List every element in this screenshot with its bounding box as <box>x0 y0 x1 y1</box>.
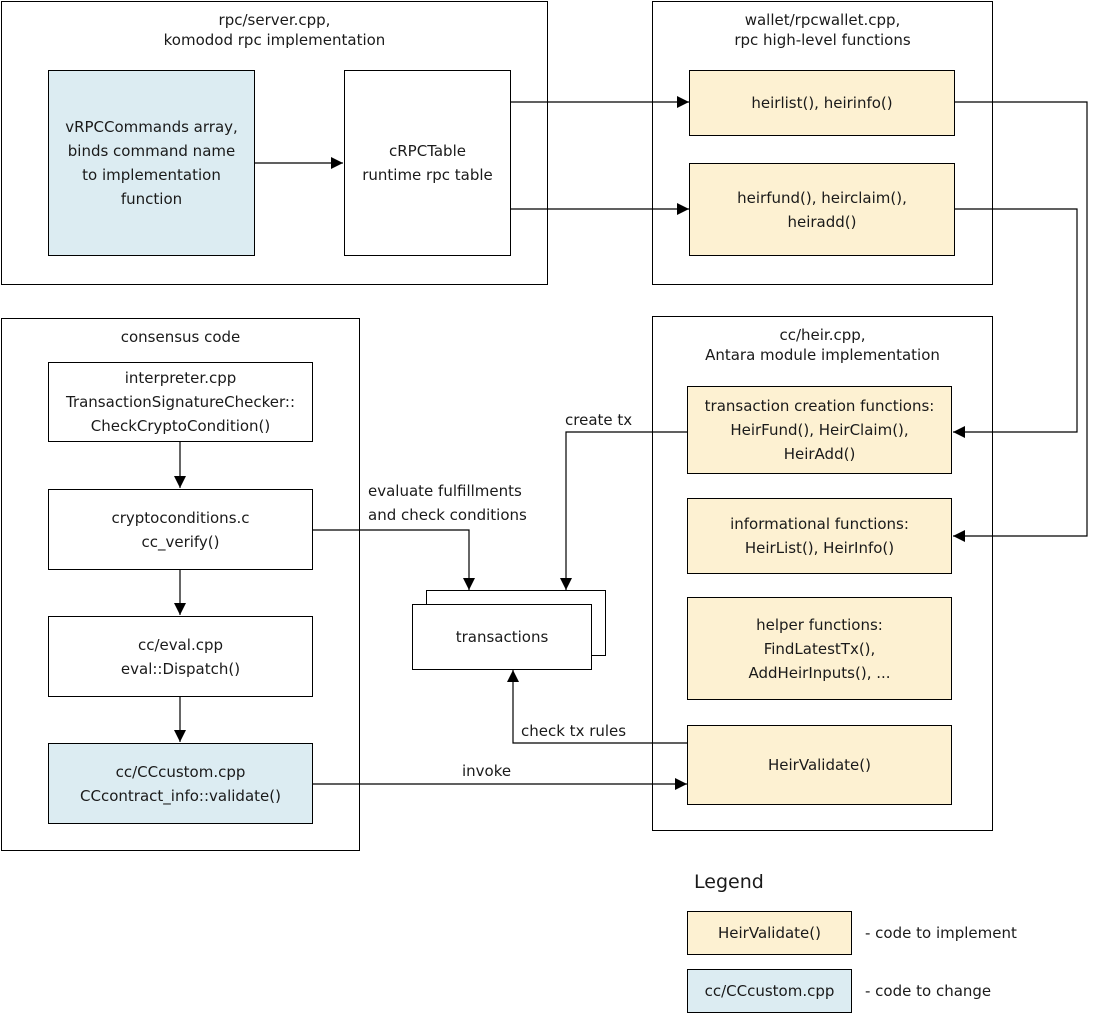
group-rpc-wallet-title: wallet/rpcwallet.cpp, rpc high-level fun… <box>734 11 911 49</box>
edge-label-check-rules: check tx rules <box>521 722 627 740</box>
group-consensus-title: consensus code <box>120 328 241 346</box>
node-cccustom: cc/CCcustom.cpp CCcontract_info::validat… <box>48 743 313 824</box>
group-rpc-server-title: rpc/server.cpp, komodod rpc implementati… <box>163 11 386 49</box>
edge-txcreation-to-transactions <box>560 431 687 590</box>
node-eval: cc/eval.cpp eval::Dispatch() <box>48 616 313 697</box>
group-heir-module: cc/heir.cpp, Antara module implementatio… <box>652 316 993 831</box>
group-rpc-server: rpc/server.cpp, komodod rpc implementati… <box>1 1 548 285</box>
group-heir-module-title: cc/heir.cpp, Antara module implementatio… <box>705 326 940 364</box>
node-heirlist-rpc: heirlist(), heirinfo() <box>689 70 955 136</box>
legend-text-change: - code to change <box>865 982 992 1000</box>
edge-label-create-tx: create tx <box>565 411 633 429</box>
node-informational: informational functions: HeirList(), Hei… <box>687 498 952 574</box>
node-heirvalidate: HeirValidate() <box>687 725 952 805</box>
edge-heirvalidate-to-transactions <box>507 670 687 744</box>
edge-cryptoconditions-to-transactions <box>313 529 475 590</box>
node-vrpccommands: vRPCCommands array, binds command name t… <box>48 70 255 256</box>
node-transactions: transactions <box>412 604 592 670</box>
node-tx-creation: transaction creation functions: HeirFund… <box>687 386 952 474</box>
node-crpctable: cRPCTable runtime rpc table <box>344 70 511 256</box>
node-cryptoconditions: cryptoconditions.c cc_verify() <box>48 489 313 570</box>
group-rpc-wallet: wallet/rpcwallet.cpp, rpc high-level fun… <box>652 1 993 285</box>
edge-label-evaluate: evaluate fulfillments and check conditio… <box>368 482 527 524</box>
legend-title: Legend <box>694 871 764 893</box>
edge-heirlist-to-informational <box>953 101 1088 542</box>
node-helpers: helper functions: FindLatestTx(), AddHei… <box>687 597 952 700</box>
node-heirfund-rpc: heirfund(), heirclaim(), heiradd() <box>689 163 955 256</box>
edge-label-invoke: invoke <box>462 762 512 780</box>
edge-heirfund-to-txcreation <box>953 208 1078 438</box>
legend-text-implement: - code to implement <box>865 924 1017 942</box>
legend-sample-change: cc/CCcustom.cpp <box>687 969 852 1013</box>
node-interpreter: interpreter.cpp TransactionSignatureChec… <box>48 362 313 442</box>
group-consensus: consensus code <box>1 318 360 851</box>
legend-sample-implement: HeirValidate() <box>687 911 852 955</box>
